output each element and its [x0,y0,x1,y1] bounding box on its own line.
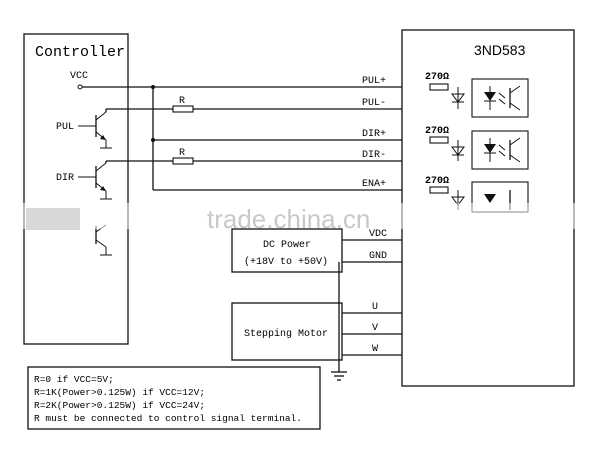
controller-vcc-label: VCC [70,71,88,82]
optocoupler-1-icon [451,78,529,118]
note-line-2: R=1K(Power>0.125W) if VCC=12V; [34,387,205,398]
dc-power-line2: (+18V to +50V) [244,256,328,268]
stepping-motor-label: Stepping Motor [244,328,328,340]
controller-title: Controller [35,44,125,61]
pin-u: U [372,302,378,313]
watermark-band [0,203,600,229]
note-line-3: R=2K(Power>0.125W) if VCC=24V; [34,400,205,411]
controller-pul-label: PUL [56,122,74,133]
pul-transistor-icon [78,111,112,149]
internal-resistor-2-label: 270Ω [425,126,449,137]
pin-vdc: VDC [369,229,387,240]
internal-resistor-3 [429,186,449,194]
pin-v: V [372,323,378,334]
internal-resistor-1-label: 270Ω [425,72,449,83]
optocoupler-2-icon [451,130,529,170]
pin-dir-minus: DIR- [362,150,386,161]
controller-box [23,33,129,345]
internal-resistor-2 [429,136,449,144]
dir-resistor-label: R [179,148,185,159]
driver-title: 3ND583 [474,42,526,58]
vcc-terminal [77,84,83,90]
pin-dir-plus: DIR+ [362,129,386,140]
dc-power-box [231,228,343,273]
notes-box [27,366,321,430]
pin-ena-plus: ENA+ [362,179,386,190]
dc-power-line1: DC Power [263,240,311,251]
ground-icon [331,262,347,381]
pul-resistor-label: R [179,96,185,107]
note-line-1: R=0 if VCC=5V; [34,374,114,385]
pin-w: W [372,344,378,355]
dir-resistor [172,157,194,165]
controller-ena-smudge [26,208,80,230]
pin-gnd: GND [369,251,387,262]
note-line-4: R must be connected to control signal te… [34,413,302,424]
internal-resistor-3-label: 270Ω [425,176,449,187]
dir-transistor-icon [78,162,112,200]
internal-resistor-1 [429,83,449,91]
stepping-motor-box [231,302,343,361]
pul-resistor [172,105,194,113]
controller-dir-label: DIR [56,173,74,184]
pin-pul-plus: PUL+ [362,76,386,87]
pin-pul-minus: PUL- [362,98,386,109]
